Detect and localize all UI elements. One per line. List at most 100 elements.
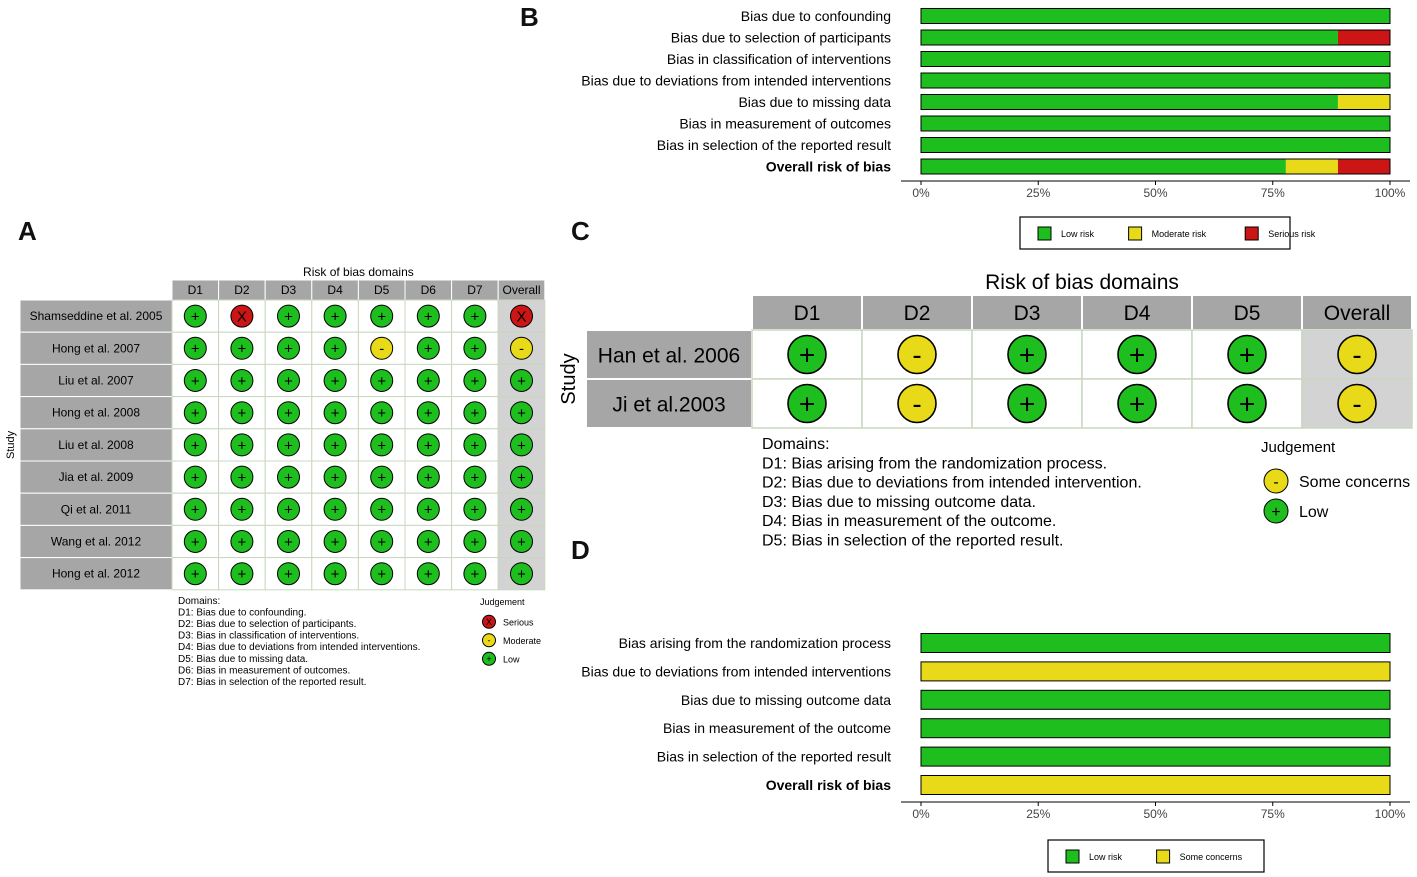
- judgement-low: +: [787, 334, 827, 375]
- bar-segment-low: [921, 633, 1390, 653]
- judgement-low-circle: [277, 433, 300, 457]
- judgement-low: +: [277, 465, 300, 489]
- panel-label-a: A: [18, 216, 37, 246]
- judgement-low-symbol: +: [284, 566, 293, 583]
- judgement-low-circle: [277, 369, 300, 392]
- judgement-low: +: [416, 530, 440, 553]
- bar-outline: [920, 115, 1391, 132]
- category-label: Overall risk of bias: [766, 159, 891, 175]
- judgement-low: +: [183, 336, 207, 360]
- judgement-low-symbol: +: [377, 470, 386, 487]
- column-header-d2: D2: [234, 283, 250, 297]
- judgement-low-circle: [1117, 383, 1157, 424]
- judgement-low-symbol: +: [331, 309, 340, 326]
- judgement-low-circle: [370, 369, 394, 392]
- domain-definition: D2: Bias due to selection of participant…: [178, 619, 356, 630]
- judgement-low: +: [323, 433, 347, 457]
- judgement-low-symbol: +: [471, 502, 480, 519]
- judgement-low-circle: [510, 369, 533, 392]
- judgement-low: +: [787, 383, 827, 424]
- judgement-low-symbol: +: [1019, 389, 1035, 420]
- judgement-serious-symbol: X: [516, 309, 526, 326]
- judgement-low-circle: [416, 369, 440, 392]
- judgement-moderate: -: [510, 336, 533, 360]
- legend-symbol-serious-circle: [482, 614, 496, 629]
- judgement-low: +: [416, 304, 440, 328]
- judgement-low-symbol: +: [284, 470, 293, 487]
- judgement-low-circle: [463, 369, 487, 392]
- column-header-bg-overall: [1301, 294, 1413, 331]
- judgement-low: +: [277, 497, 300, 521]
- legend-swatch-some: [1156, 849, 1171, 864]
- legend-symbol-some-symbol: -: [1273, 474, 1278, 491]
- judgement-low-circle: [510, 497, 533, 521]
- judgement-some-symbol: -: [912, 389, 921, 420]
- judgement-low: +: [323, 369, 347, 392]
- x-tick-label: 75%: [1261, 807, 1285, 821]
- judgement-low-circle: [370, 433, 394, 457]
- judgement-moderate-circle: [370, 336, 394, 360]
- legend-symbol-serious-symbol: X: [486, 617, 492, 627]
- judgement-low-circle: [323, 401, 347, 425]
- judgement-low-circle: [230, 497, 254, 521]
- judgement-low-symbol: +: [517, 405, 526, 422]
- judgement-low: +: [370, 369, 394, 392]
- bar-outline: [920, 633, 1391, 653]
- judgement-low: +: [183, 562, 207, 586]
- column-header-d2: D2: [904, 302, 931, 325]
- bar-segment-low: [921, 51, 1390, 67]
- judgement-low-symbol: +: [1129, 389, 1145, 420]
- judgement-low-symbol: +: [471, 405, 480, 422]
- legend-title-a: Judgement: [480, 597, 525, 607]
- study-row-bg: [19, 557, 173, 591]
- bar-segment-moderate: [1285, 159, 1338, 174]
- judgement-low: +: [370, 304, 394, 328]
- bar-outline: [920, 72, 1391, 89]
- judgement-low-circle: [183, 401, 207, 425]
- bar-outline: [920, 689, 1391, 710]
- judgement-low: +: [183, 465, 207, 489]
- judgement-some-circle: [1337, 334, 1377, 375]
- judgement-low: +: [510, 562, 533, 586]
- bar-outline: [920, 661, 1391, 682]
- judgement-low: +: [323, 465, 347, 489]
- legend-label-moderate: Moderate: [503, 636, 541, 646]
- judgement-low-circle: [323, 530, 347, 553]
- column-header-bg-d1: [751, 294, 863, 331]
- legend-swatch-moderate: [1128, 226, 1143, 241]
- x-tick-label: 100%: [1375, 807, 1406, 821]
- judgement-low-symbol: +: [424, 341, 433, 358]
- judgement-low-symbol: +: [284, 502, 293, 519]
- domain-definition: D3: Bias in classification of interventi…: [178, 631, 359, 642]
- judgement-low: +: [183, 369, 207, 392]
- judgement-low: +: [370, 497, 394, 521]
- judgement-low-symbol: +: [238, 437, 247, 454]
- judgement-low-circle: [1227, 383, 1267, 424]
- judgement-low-symbol: +: [191, 373, 200, 390]
- judgement-low-symbol: +: [331, 341, 340, 358]
- bar-outline: [920, 8, 1391, 24]
- judgement-low-circle: [183, 465, 207, 489]
- judgement-low-circle: [1007, 334, 1047, 375]
- judgement-low-circle: [787, 334, 827, 375]
- legend-symbol-moderate-circle: [482, 633, 496, 648]
- panel-label-c: C: [571, 216, 590, 246]
- judgement-low-circle: [463, 465, 487, 489]
- judgement-low-symbol: +: [424, 373, 433, 390]
- judgement-low: +: [416, 336, 440, 360]
- judgement-serious-circle: [510, 304, 533, 328]
- judgement-some-circle: [1337, 383, 1377, 424]
- category-label: Bias arising from the randomization proc…: [619, 635, 891, 651]
- category-label: Bias due to missing data: [738, 94, 891, 110]
- study-label: Ji et al.2003: [612, 394, 725, 417]
- judgement-low: +: [183, 433, 207, 457]
- legend-symbol-low-circle: [482, 651, 496, 666]
- judgement-low-symbol: +: [424, 470, 433, 487]
- judgement-low: +: [1007, 383, 1047, 424]
- judgement-low-symbol: +: [284, 373, 293, 390]
- judgement-low-symbol: +: [377, 534, 386, 551]
- judgement-low-circle: [510, 465, 533, 489]
- judgement-low-symbol: +: [517, 566, 526, 583]
- judgement-low-symbol: +: [377, 437, 386, 454]
- judgement-low: +: [370, 562, 394, 586]
